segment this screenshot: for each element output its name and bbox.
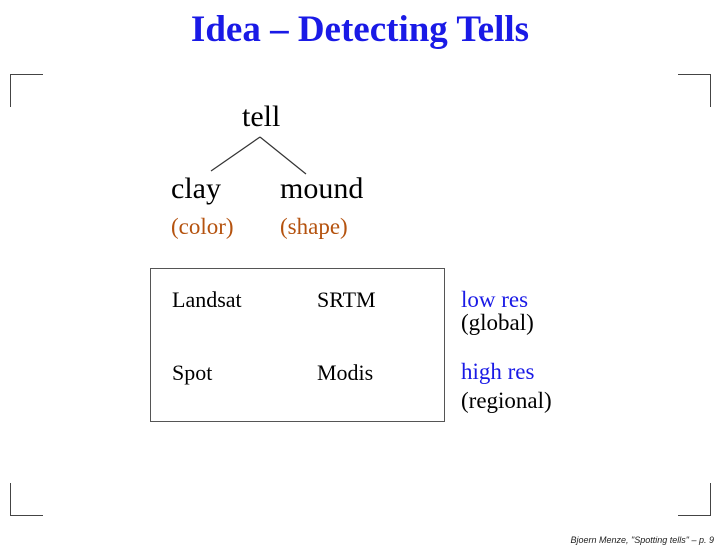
sensor-box (150, 268, 445, 422)
label-global: (global) (461, 310, 534, 335)
tree-root-tell: tell (242, 100, 281, 133)
corner-mark-bottom-left (10, 483, 43, 516)
sensor-modis: Modis (317, 360, 374, 385)
corner-mark-top-left (10, 74, 43, 107)
label-low-res: low res (461, 287, 529, 312)
corner-mark-top-right (678, 74, 711, 107)
slide-title: Idea – Detecting Tells (190, 9, 530, 50)
tree-note-shape: (shape) (280, 214, 348, 239)
sensor-spot: Spot (172, 360, 213, 385)
tree-edge-clay (210, 136, 261, 172)
sensor-srtm: SRTM (317, 287, 376, 312)
tree-node-mound: mound (280, 172, 364, 205)
footer-citation: Bjoern Menze, "Spotting tells" – p. 9 (570, 535, 714, 545)
tree-note-color: (color) (171, 214, 234, 239)
label-regional: (regional) (461, 388, 552, 413)
sensor-landsat: Landsat (172, 287, 242, 312)
tree-node-clay: clay (171, 172, 221, 205)
label-high-res: high res (461, 359, 535, 384)
tree-edge-mound (259, 136, 307, 175)
corner-mark-bottom-right (678, 483, 711, 516)
